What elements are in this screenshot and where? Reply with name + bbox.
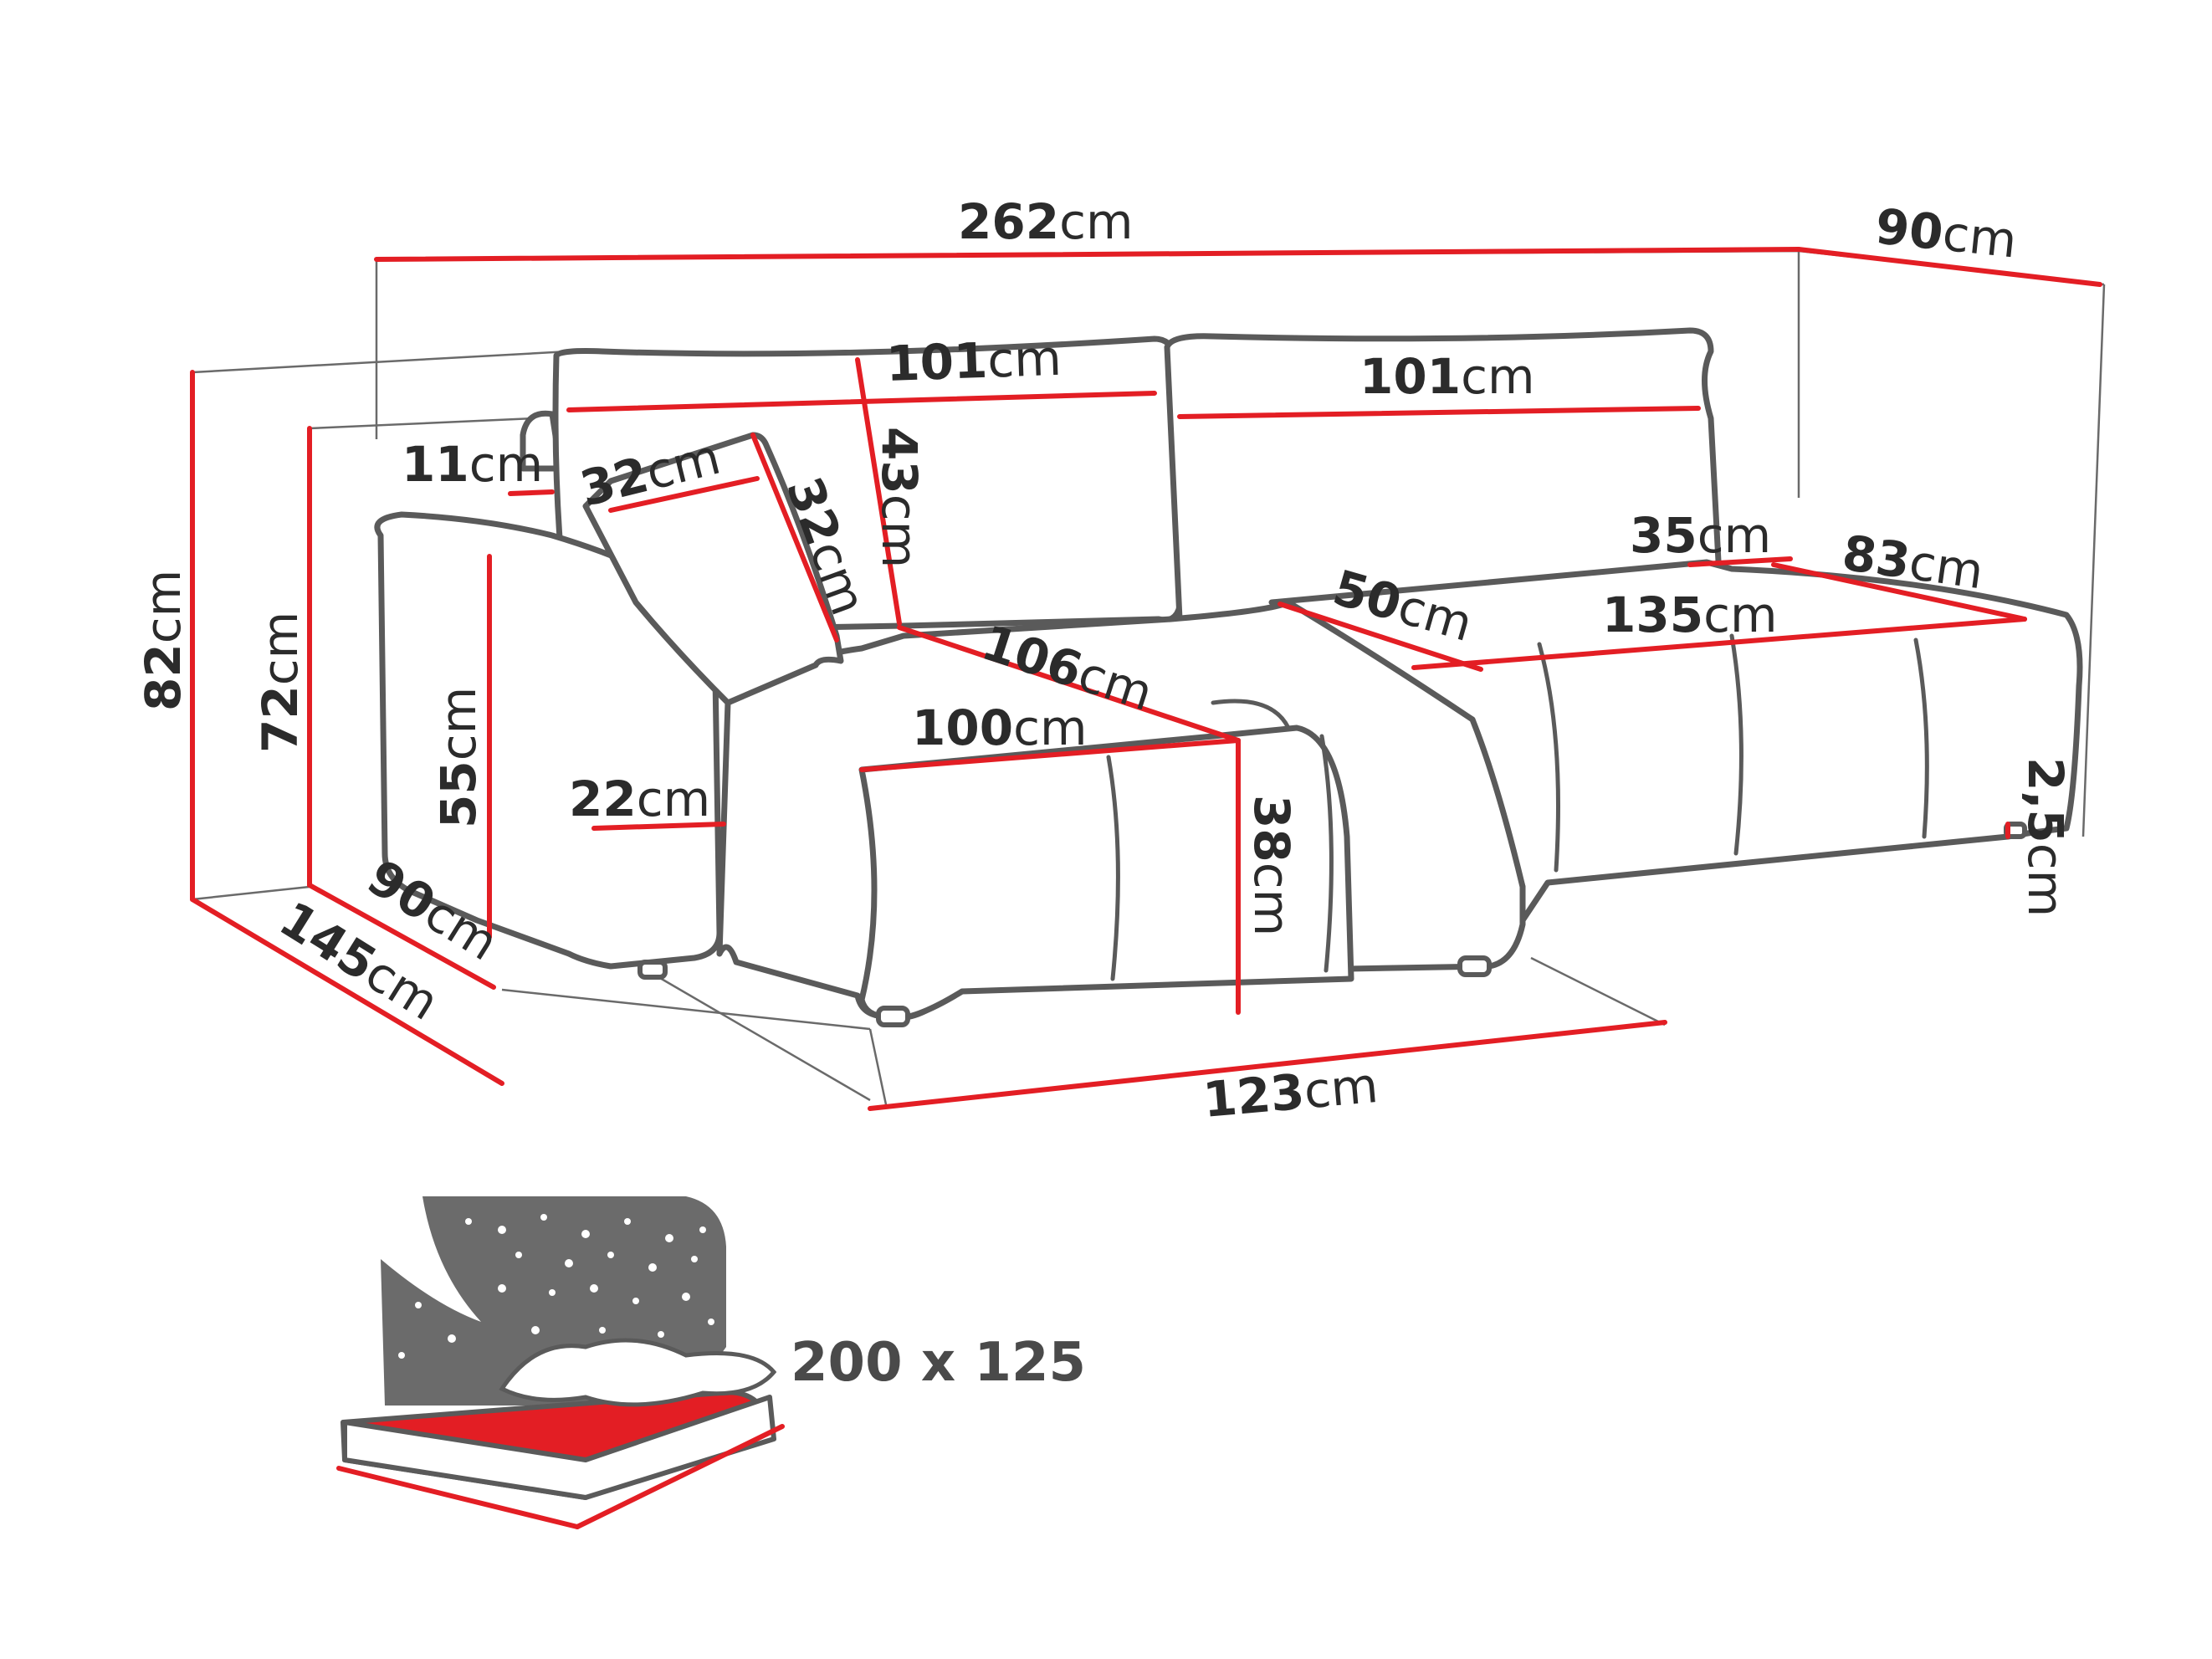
label-armrest-depth: 22cm: [569, 771, 710, 827]
label-cushion-right-width: 101cm: [1359, 348, 1534, 405]
label-width-total: 262cm: [958, 193, 1133, 250]
stars: [398, 1214, 714, 1359]
dimension-lines: [190, 247, 2102, 1111]
sleeping-area-icon: 200 x 125: [336, 1196, 1086, 1529]
mattress-side: [342, 1395, 776, 1500]
back-armrest: [520, 410, 564, 472]
pillows: [499, 1338, 777, 1407]
label-chaise-width-right: 83cm: [1839, 525, 1987, 601]
label-leg-height: 2,5cm: [2017, 757, 2074, 917]
label-chaise-width: 123cm: [1201, 1057, 1380, 1129]
sofa-drawing: [374, 327, 2083, 1027]
label-sleeping-area: 200 x 125: [791, 1332, 1086, 1394]
label-back-height: 35cm: [1630, 507, 1771, 564]
label-depth-right: 90cm: [1873, 197, 2020, 269]
label-seat-width-100: 100cm: [912, 699, 1087, 756]
label-seat-height: 38cm: [1243, 795, 1300, 936]
label-height-total: 82cm: [135, 570, 192, 711]
label-cushion-height: 43cm: [871, 427, 928, 568]
label-armrest-height: 55cm: [430, 687, 487, 828]
label-seat-width-135: 135cm: [1602, 586, 1777, 643]
label-armrest-width: 11cm: [402, 436, 543, 493]
label-height-back: 72cm: [252, 612, 309, 753]
label-seat-depth-50: 50cm: [1327, 559, 1478, 653]
back-cushion-right: [1164, 327, 1723, 622]
label-cushion-left-width: 101cm: [885, 330, 1062, 392]
